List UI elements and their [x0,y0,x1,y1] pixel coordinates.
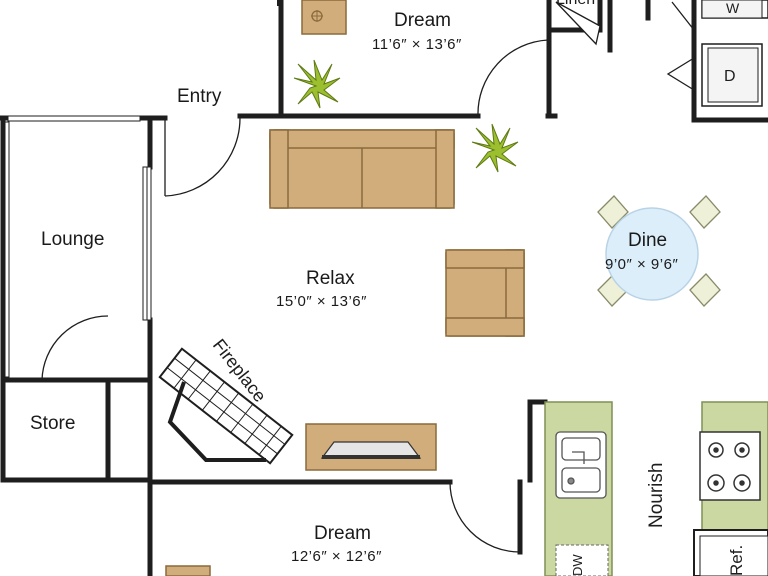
lounge-window [4,115,152,378]
dishwasher: DW [555,544,609,576]
lamp-post [277,0,283,6]
room-dims-dream-top: 11’6″ × 13’6″ [372,36,462,53]
fireplace-hearth [167,381,266,462]
nightstand [165,565,211,576]
stove-icon [699,431,761,501]
refrigerator: Ref. [693,529,768,576]
room-label-entry: Entry [177,86,222,107]
room-label-dream-top: Dream [394,10,452,31]
room-dims-dine: 9’0″ × 9’6″ [605,256,679,273]
washer: W [701,0,768,19]
armchair [445,249,525,337]
nightstand [301,0,347,35]
room-label-dream-bottom: Dream [314,523,372,544]
sofa [269,129,455,209]
room-dims-relax: 15’0″ × 13’6″ [276,293,367,310]
fireplace [158,347,294,465]
dishwasher-label: DW [570,554,585,576]
dryer-label: D [724,68,736,85]
nourish-label: Nourish [646,463,667,528]
room-dims-dream-bottom: 12’6″ × 12’6″ [291,548,382,565]
dining-table [597,195,721,307]
refrigerator-label: Ref. [727,545,746,576]
doors [41,1,695,553]
washer-label: W [726,0,740,16]
plant-icon [471,123,519,173]
dryer: D [701,43,763,107]
room-label-lounge: Lounge [41,229,105,250]
sink-icon [555,431,607,499]
tv-console [305,423,437,471]
room-label-dine: Dine [628,230,668,251]
plant-icon [293,59,341,109]
room-label-relax: Relax [306,268,355,289]
linen-label: Linen [556,0,595,8]
room-label-store: Store [30,413,76,434]
